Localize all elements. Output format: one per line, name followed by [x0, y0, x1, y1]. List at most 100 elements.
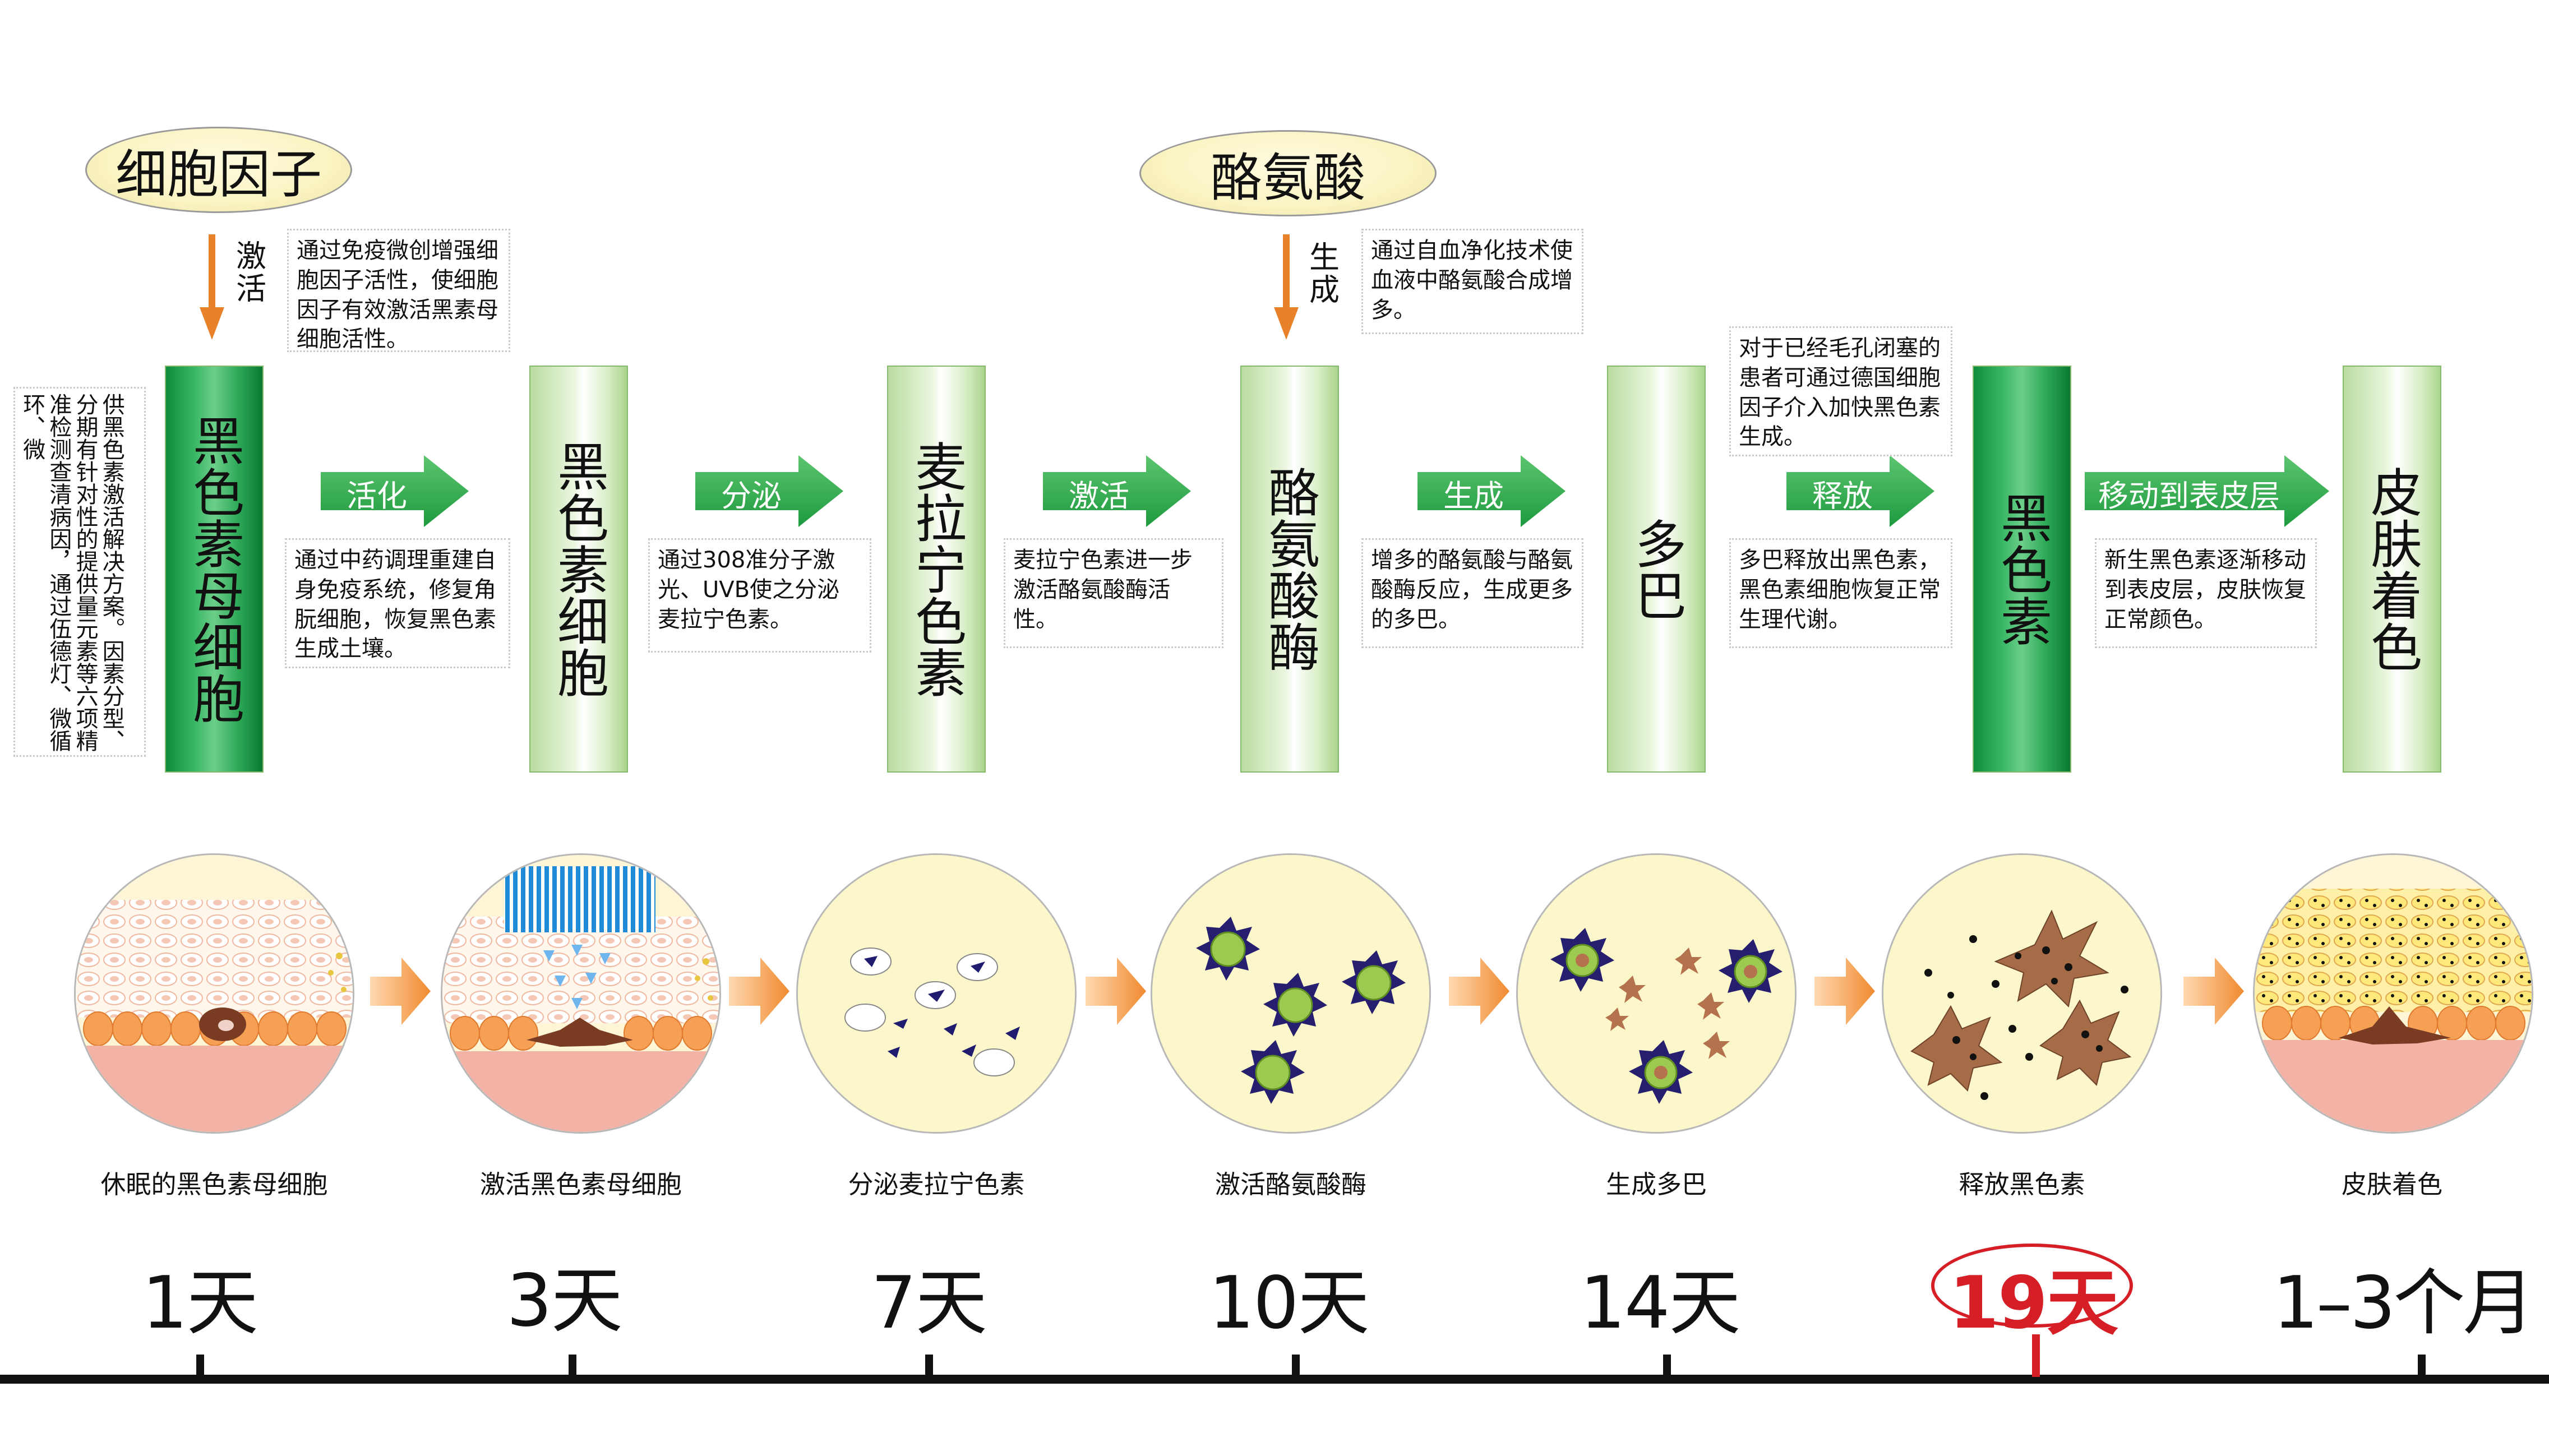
- timeline-tick: [925, 1355, 933, 1377]
- activate-down-arrow-icon: [200, 234, 224, 340]
- timeline-tick: [1292, 1355, 1300, 1377]
- activate-vertical-text: 激活: [230, 240, 266, 305]
- green-arrow-icon: [1417, 455, 1566, 527]
- note-secretion-text: 通过308准分子激光、UVB使之分泌麦拉宁色素。: [658, 547, 840, 632]
- caption-melanin-secretion: 分泌麦拉宁色素: [848, 1170, 1025, 1199]
- stage-dopa-text: 多巴: [1626, 517, 1687, 621]
- flow-arrow-epidermis-label: 移动到表皮层: [2098, 478, 2280, 514]
- timeline-tick: [569, 1355, 576, 1377]
- stage-melanoblast-text: 黑色素母细胞: [184, 414, 244, 724]
- note-release: 多巴释放出黑色素，黑色素细胞恢复正常生理代谢。: [1729, 538, 1952, 648]
- flow-arrow-release: 释放: [1786, 455, 1934, 527]
- stage-tyrosinase-label: 酪氨酸酶: [1259, 466, 1320, 672]
- stage-skin-pigmentation: 皮肤着色: [2343, 366, 2441, 773]
- tyrosine-label: 酪氨酸: [1139, 130, 1437, 216]
- flow-arrow-activation: 活化: [321, 455, 469, 527]
- caption-melanin-release: 释放黑色素: [1959, 1170, 2085, 1199]
- note-secretion: 通过308准分子激光、UVB使之分泌麦拉宁色素。: [648, 538, 871, 653]
- timeline-months: 1–3个月: [2273, 1261, 2535, 1345]
- flow-arrow-secretion-label: 分泌: [721, 478, 782, 514]
- note-pores-text: 对于已经毛孔闭塞的患者可通过德国细胞因子介入加快黑色素生成。: [1739, 335, 1941, 450]
- note-blood-text: 通过自血净化技术使血液中酪氨酸合成增多。: [1371, 238, 1573, 323]
- caption-skin-pigmentation: 皮肤着色: [2341, 1170, 2442, 1199]
- caption-dopa-generation: 生成多巴: [1605, 1170, 1707, 1199]
- caption-activated-melanoblast: 激活黑色素母细胞: [479, 1170, 682, 1199]
- stage-melanoblast-label: 黑色素母细胞: [184, 414, 244, 724]
- stage-melanin-pigment-label: 麦拉宁色素: [906, 440, 967, 698]
- flow-arrow-dopa: 生成: [1417, 455, 1566, 527]
- stage-melanocyte-text: 黑色素细胞: [548, 440, 609, 698]
- stage-melanin: 黑色素: [1973, 366, 2071, 773]
- note-enzyme: 麦拉宁色素进一步激活酪氨酸酶活性。: [1004, 538, 1223, 648]
- flow-arrow-epidermis: 移动到表皮层: [2085, 455, 2329, 527]
- timeline-day-14: 14天: [1580, 1261, 1741, 1345]
- stage-melanin-pigment-text: 麦拉宁色素: [906, 440, 967, 698]
- stage-melanocyte: 黑色素细胞: [529, 366, 628, 773]
- note-release-text: 多巴释放出黑色素，黑色素细胞恢复正常生理代谢。: [1739, 547, 1941, 632]
- stage-melanin-text: 黑色素: [1992, 492, 2052, 646]
- orange-arrow-icon: [2183, 958, 2244, 1025]
- note-activation-text: 通过中药调理重建自身免疫系统，修复角朊细胞，恢复黑色素生成土壤。: [294, 547, 496, 662]
- green-arrow-icon: [1043, 455, 1191, 527]
- note-epidermis-text: 新生黑色素逐渐移动到表皮层，皮肤恢复正常颜色。: [2104, 547, 2306, 632]
- stage-tyrosinase: 酪氨酸酶: [1240, 366, 1339, 773]
- timeline-axis: [0, 1334, 2549, 1384]
- tyrosinase-activation-illustration: [1151, 853, 1431, 1134]
- generate-vertical-text: 生成: [1304, 241, 1340, 306]
- orange-arrow-icon: [1814, 958, 1875, 1025]
- note-activation: 通过中药调理重建自身免疫系统，修复角朊细胞，恢复黑色素生成土壤。: [285, 538, 510, 668]
- green-arrow-icon: [1786, 455, 1934, 527]
- orange-arrow-icon: [370, 958, 431, 1025]
- timeline-day-3: 3天: [506, 1259, 622, 1343]
- timeline-tick: [196, 1355, 204, 1377]
- orange-arrow-icon: [1086, 958, 1146, 1025]
- timeline-day-1: 1天: [142, 1261, 258, 1345]
- caption-tyrosinase-activation: 激活酪氨酸酶: [1215, 1170, 1366, 1199]
- highlight-ring: [1931, 1244, 2133, 1328]
- flow-arrow-release-label: 释放: [1812, 478, 1873, 514]
- green-arrow-icon: [695, 455, 843, 527]
- skin-pigmentation-illustration: [2253, 853, 2533, 1134]
- activate-vertical-label: 激活: [230, 240, 266, 305]
- timeline-day-7: 7天: [871, 1261, 987, 1345]
- melanin-secretion-illustration: [796, 853, 1077, 1134]
- note-dopa: 增多的酪氨酸与酪氨酸酶反应，生成更多的多巴。: [1361, 538, 1583, 648]
- flow-arrow-enzyme: 激活: [1043, 455, 1191, 527]
- timeline-day-19: 19天: [1948, 1261, 2118, 1345]
- timeline-tick-highlight: [2032, 1334, 2040, 1377]
- note-enzyme-text: 麦拉宁色素进一步激活酪氨酸酶活性。: [1013, 547, 1193, 632]
- note-cytokine: 通过免疫微创增强细胞因子活性，使细胞因子有效激活黑素母细胞活性。: [287, 229, 510, 352]
- stage-skin-pigmentation-text: 皮肤着色: [2362, 466, 2422, 672]
- stage-melanin-pigment: 麦拉宁色素: [887, 366, 986, 773]
- stage-tyrosinase-text: 酪氨酸酶: [1259, 466, 1320, 672]
- orange-arrow-icon: [729, 958, 789, 1025]
- cytokine-label-text: 细胞因子: [115, 144, 322, 205]
- stage-skin-pigmentation-label: 皮肤着色: [2362, 466, 2422, 672]
- generate-down-arrow-icon: [1274, 234, 1299, 340]
- green-arrow-icon: [2085, 455, 2329, 527]
- note-dopa-text: 增多的酪氨酸与酪氨酸酶反应，生成更多的多巴。: [1371, 547, 1573, 632]
- activated-melanoblast-illustration: [441, 853, 721, 1134]
- melanin-release-illustration: [1882, 853, 2162, 1134]
- flow-arrow-activation-label: 活化: [347, 478, 407, 514]
- tyrosine-label-text: 酪氨酸: [1210, 147, 1365, 208]
- orange-arrow-icon: [1449, 958, 1509, 1025]
- note-cytokine-text: 通过免疫微创增强细胞因子活性，使细胞因子有效激活黑素母细胞活性。: [297, 238, 498, 353]
- dormant-melanoblast-illustration: [74, 853, 354, 1134]
- generate-vertical-label: 生成: [1304, 241, 1340, 306]
- stage-melanoblast: 黑色素母细胞: [165, 366, 264, 773]
- note-pores: 对于已经毛孔闭塞的患者可通过德国细胞因子介入加快黑色素生成。: [1729, 326, 1952, 456]
- timeline-tick: [2418, 1355, 2426, 1377]
- flow-arrow-enzyme-label: 激活: [1069, 478, 1129, 514]
- cytokine-label: 细胞因子: [85, 127, 352, 213]
- note-blood: 通过自血净化技术使血液中酪氨酸合成增多。: [1361, 229, 1583, 334]
- note-epidermis: 新生黑色素逐渐移动到表皮层，皮肤恢复正常颜色。: [2095, 538, 2317, 648]
- flow-arrow-dopa-label: 生成: [1443, 478, 1504, 514]
- stage-melanin-label: 黑色素: [1992, 492, 2052, 646]
- dopa-generation-illustration: [1516, 853, 1797, 1134]
- timeline-day-10: 10天: [1208, 1261, 1370, 1345]
- diagnosis-note: 供黑色素激活解决方案。因素分型、分期有针对性的提供量元素等六项精准检测查清病因，…: [13, 387, 146, 757]
- timeline-tick: [1663, 1355, 1671, 1377]
- flow-arrow-secretion: 分泌: [695, 455, 843, 527]
- stage-dopa-label: 多巴: [1626, 517, 1687, 621]
